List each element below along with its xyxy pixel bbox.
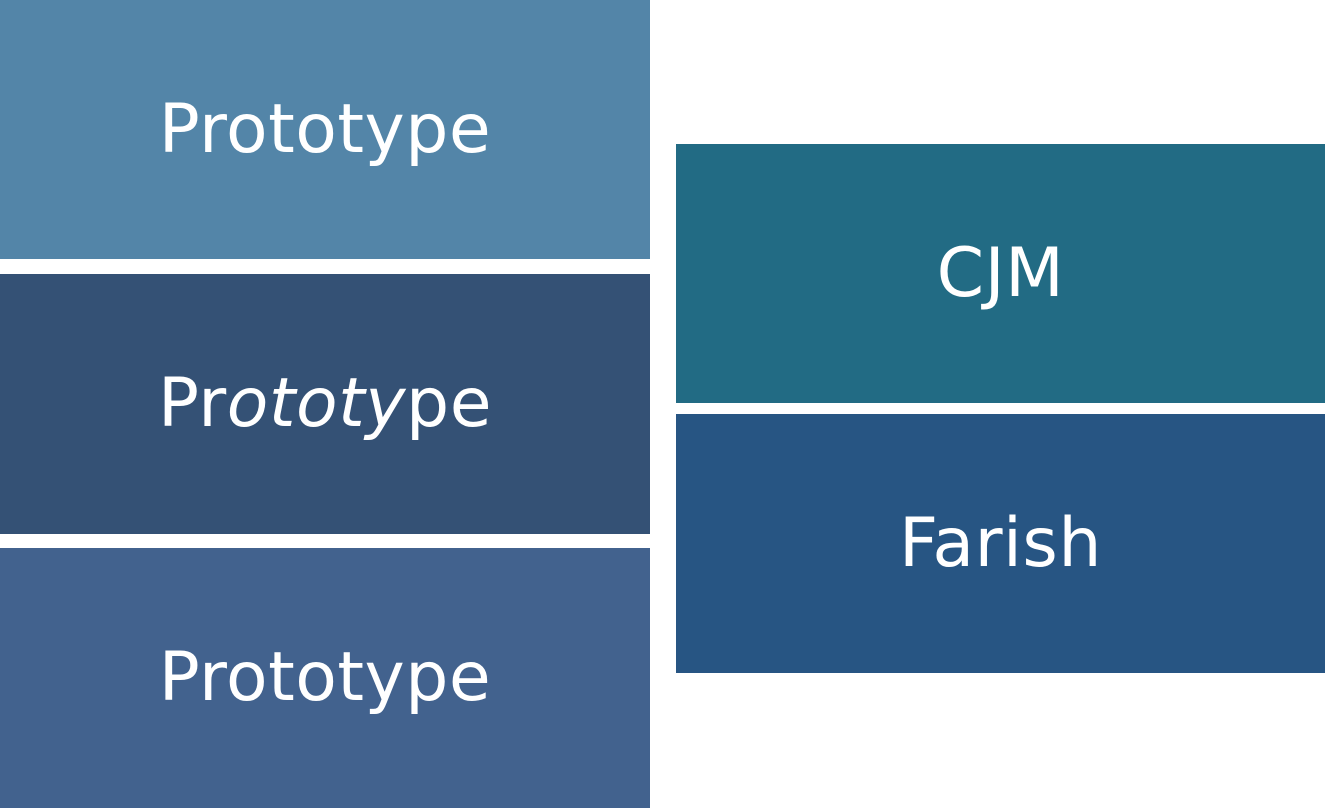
- cjm-block: CJM: [676, 144, 1325, 403]
- cjm-block-label: CJM: [936, 233, 1065, 313]
- prototype-block-middle: Prototype: [0, 274, 650, 534]
- prototype-middle-label-part-3: pe: [406, 364, 493, 443]
- prototype-block-bottom: Prototype: [0, 548, 650, 808]
- prototype-block-top: Prototype: [0, 0, 650, 259]
- farish-block: Farish: [676, 414, 1325, 673]
- prototype-block-top-label: Prototype: [158, 89, 492, 169]
- prototype-middle-label-part-2: ototy: [226, 364, 407, 443]
- farish-block-label: Farish: [899, 503, 1102, 583]
- prototype-block-bottom-label: Prototype: [158, 638, 492, 717]
- prototype-middle-label-part-1: Pr: [157, 364, 227, 443]
- prototype-block-middle-label: Prototype: [158, 370, 492, 438]
